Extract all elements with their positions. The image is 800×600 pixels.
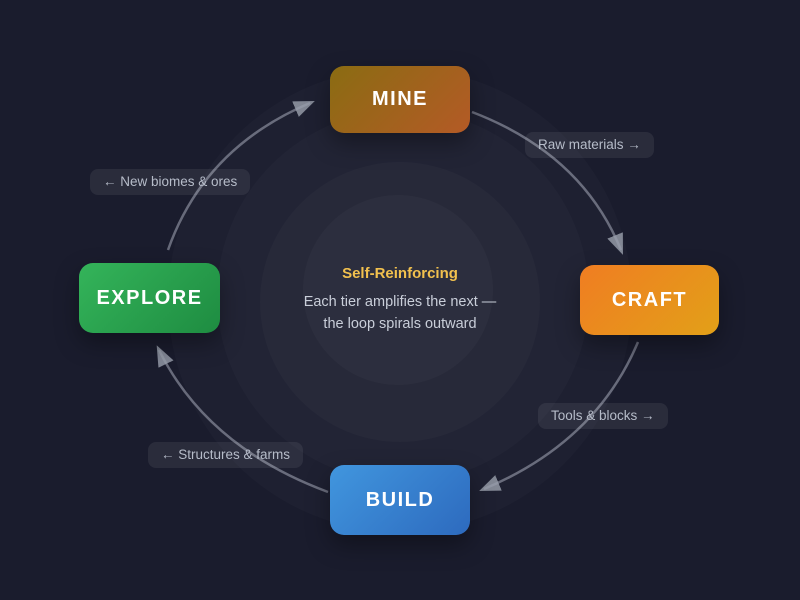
node-explore-label: EXPLORE (96, 286, 203, 309)
center-subtitle-line2: the loop spirals outward (323, 316, 477, 332)
edge-label-raw-materials: Raw materials → (525, 132, 654, 158)
cycle-arrows (156, 100, 640, 494)
edge-label-new-biomes-ores: ← New biomes & ores (90, 169, 251, 195)
arrow-craft-to-build (479, 341, 640, 492)
node-explore[interactable]: EXPLORE (79, 263, 220, 333)
center-subtitle-line1: Each tier amplifies the next — (303, 294, 497, 310)
arrow-explore-to-mine (166, 100, 315, 251)
node-mine[interactable]: MINE (330, 66, 470, 133)
edge-label-structures-farms: ← Structures & farms (148, 442, 304, 468)
arrow-mine-to-craft (471, 110, 623, 255)
arrow-build-to-explore (156, 345, 329, 494)
node-build-label: BUILD (365, 488, 435, 511)
node-craft-label: CRAFT (611, 288, 688, 311)
center-title: Self-Reinforcing (342, 265, 458, 282)
node-mine-label: MINE (372, 88, 428, 110)
center-caption: Self-Reinforcing Each tier amplifies the… (250, 265, 550, 335)
edge-label-tools-blocks: Tools & blocks → (538, 403, 668, 429)
node-build[interactable]: BUILD (330, 465, 470, 535)
node-craft[interactable]: CRAFT (580, 265, 719, 335)
